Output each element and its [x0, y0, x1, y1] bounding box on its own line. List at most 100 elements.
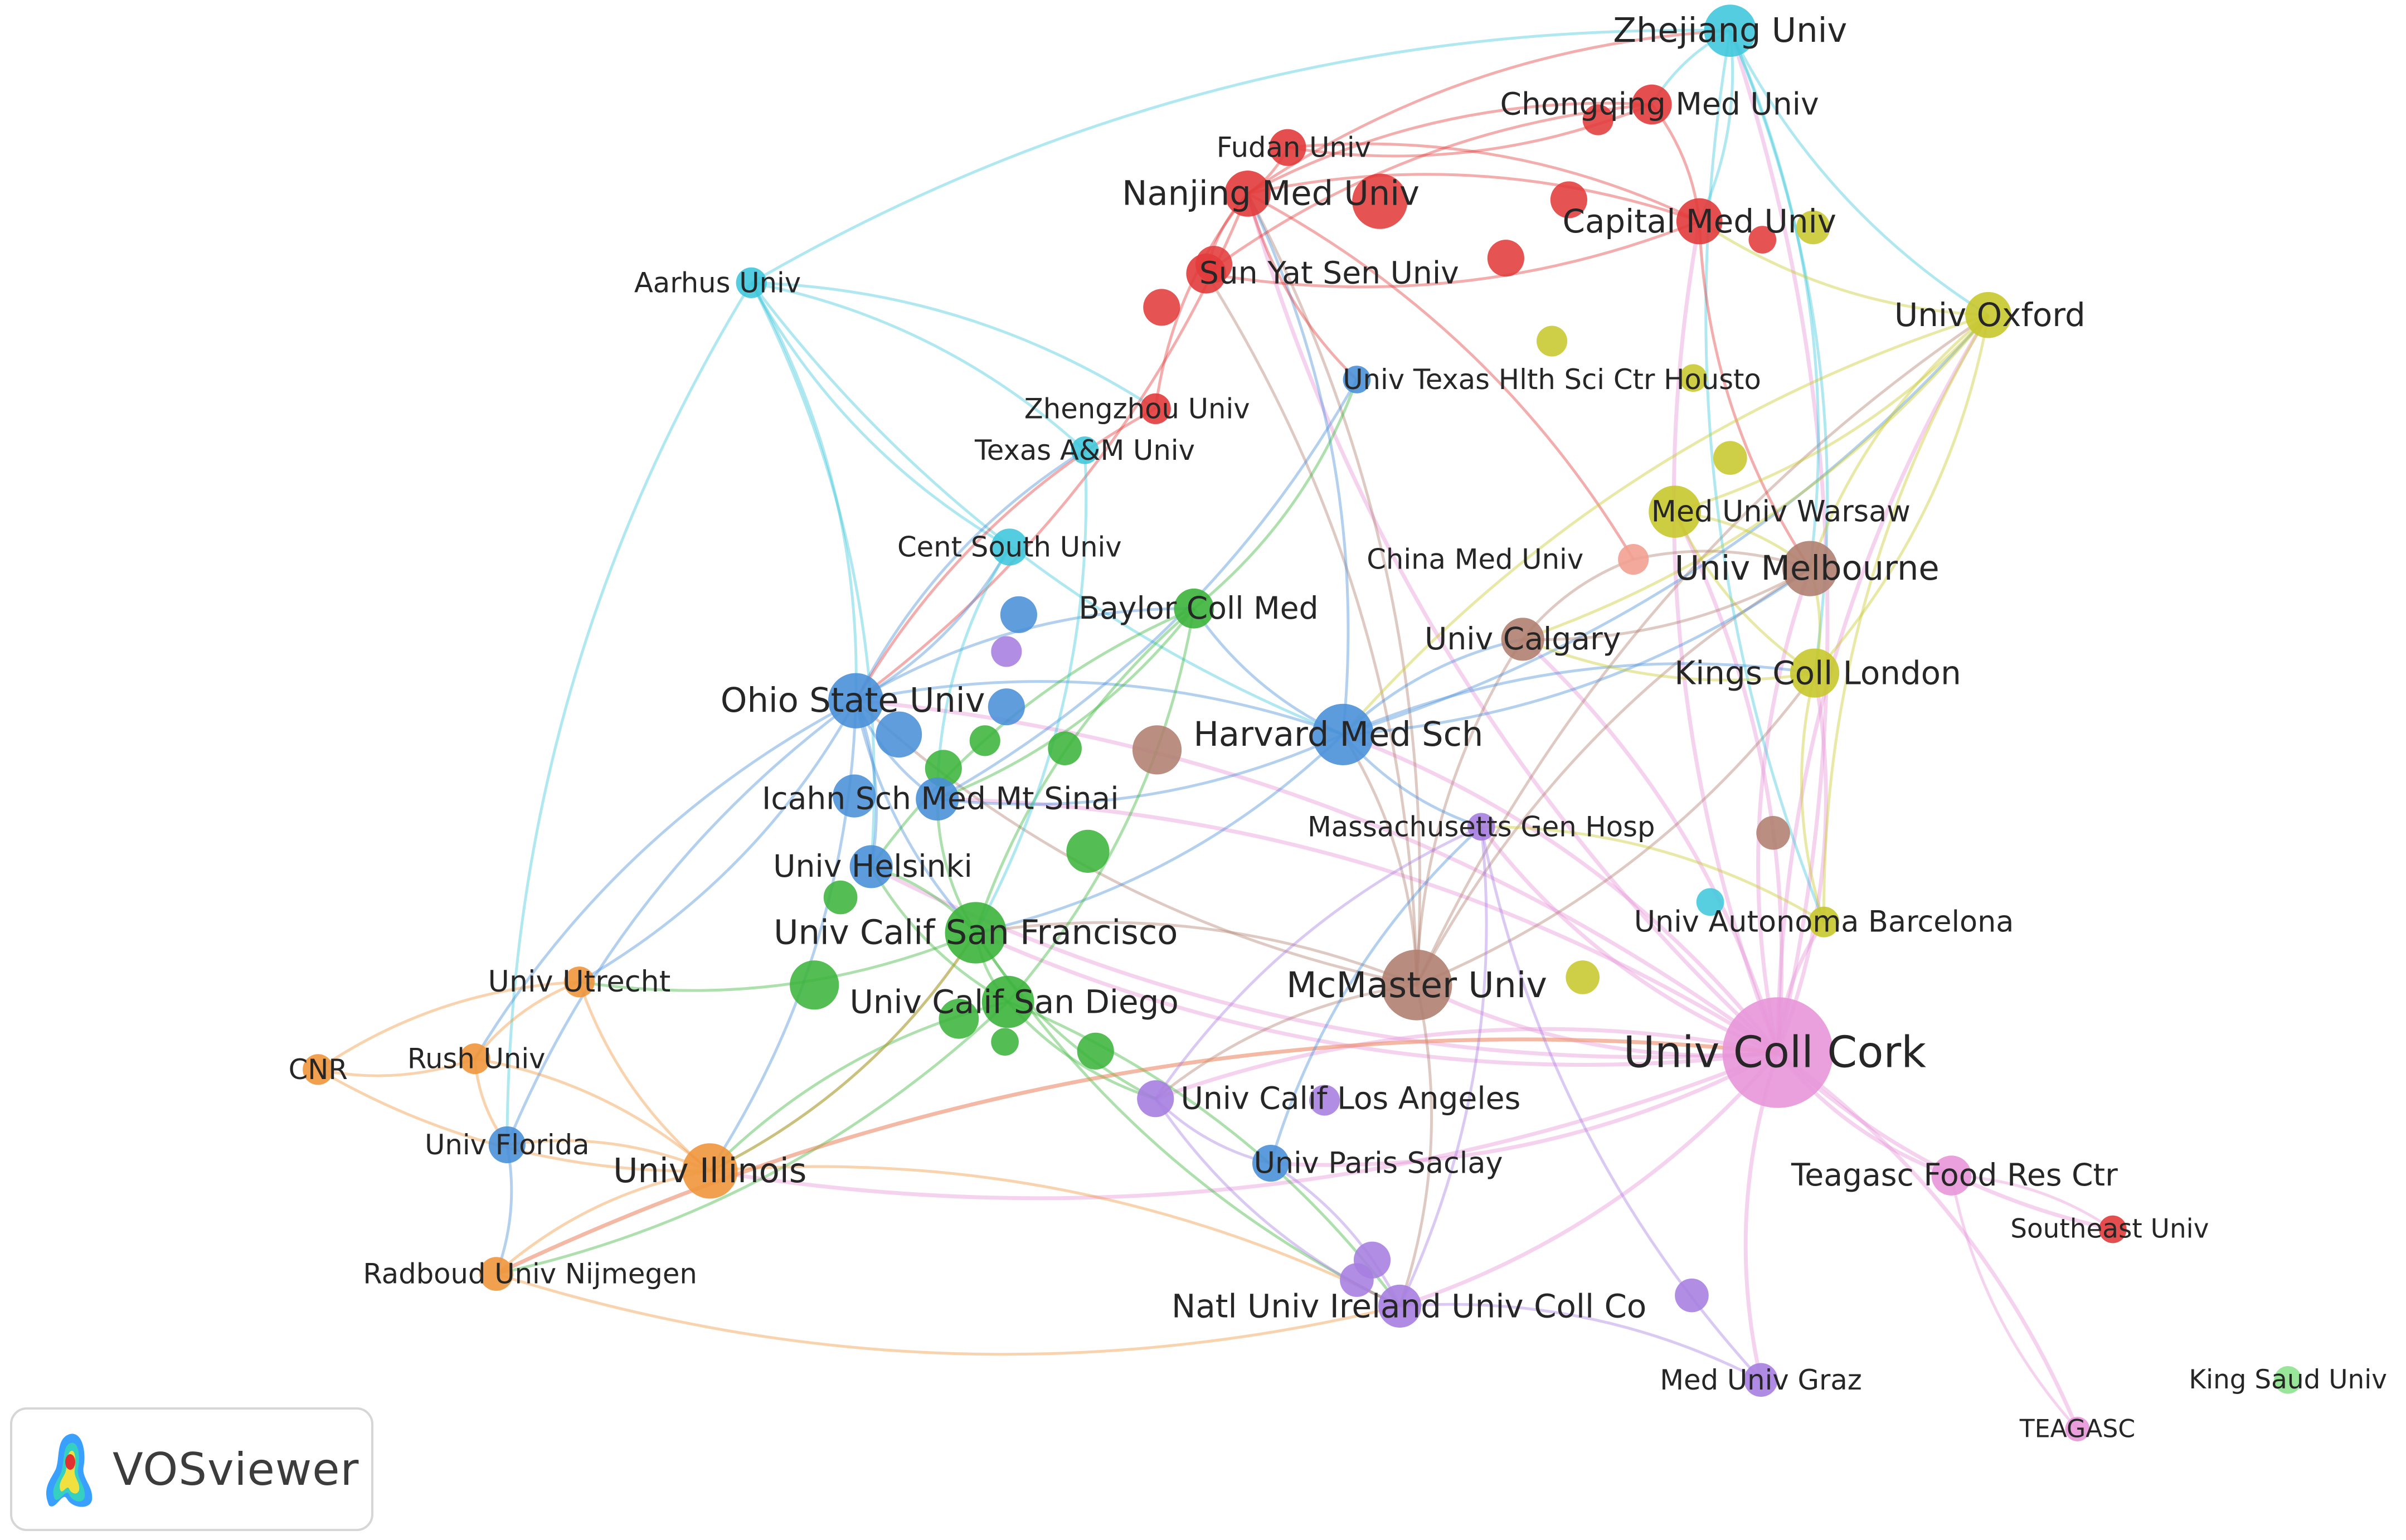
node-nanjing[interactable] [1224, 171, 1271, 217]
node-barcelona[interactable] [1808, 906, 1840, 937]
edge-zhejiang-capital [1698, 30, 1734, 222]
unlabeled-node-7[interactable] [1796, 210, 1830, 245]
node-chongqing[interactable] [1631, 84, 1672, 125]
unlabeled-node-8[interactable] [1679, 364, 1708, 392]
node-warsaw[interactable] [1649, 485, 1701, 538]
edge-zhejiang-melbourne [1729, 30, 1820, 569]
node-zhejiang[interactable] [1704, 4, 1757, 57]
node-cork[interactable] [1722, 997, 1834, 1108]
node-ucsf[interactable] [945, 902, 1007, 964]
edge-teagascfood-southeast [1951, 1174, 2114, 1231]
unlabeled-node-13[interactable] [988, 688, 1025, 726]
unlabeled-node-3[interactable] [1550, 181, 1587, 218]
node-rush[interactable] [459, 1043, 490, 1075]
node-mcmaster[interactable] [1381, 949, 1452, 1021]
node-texashlth[interactable] [1343, 366, 1371, 393]
unlabeled-node-30[interactable] [1340, 1263, 1374, 1297]
unlabeled-node-21[interactable] [823, 880, 858, 915]
unlabeled-node-0[interactable] [1352, 173, 1408, 229]
unlabeled-node-22[interactable] [790, 960, 839, 1010]
node-cnr[interactable] [303, 1054, 334, 1085]
unlabeled-node-32[interactable] [1309, 1085, 1340, 1116]
node-texasam[interactable] [1071, 436, 1099, 464]
node-label-calgary: Univ Calgary [1425, 621, 1621, 657]
edge-ohio-florida [505, 699, 857, 1145]
edge-cork-calgary [1521, 638, 1780, 1053]
node-centsouth[interactable] [991, 528, 1028, 566]
unlabeled-node-4[interactable] [1582, 104, 1613, 135]
unlabeled-node-layer [790, 104, 1830, 1313]
edge-illinois-natlireland [709, 1165, 1401, 1308]
node-calgary[interactable] [1501, 618, 1544, 661]
edge-ohio-centsouth [855, 546, 1011, 702]
unlabeled-node-12[interactable] [1000, 596, 1037, 633]
edge-cork-teagasc [1776, 1051, 2079, 1430]
node-illinois[interactable] [682, 1143, 738, 1199]
node-helsinki[interactable] [849, 845, 893, 888]
edge-sunyatsen-chongqing [1205, 103, 1652, 275]
edge-natlireland-parissaclay [1270, 1162, 1401, 1307]
unlabeled-node-18[interactable] [969, 725, 1000, 756]
unlabeled-node-26[interactable] [1132, 725, 1182, 775]
edge-cork-ucsf [975, 931, 1778, 1067]
node-ucsd[interactable] [981, 975, 1034, 1028]
unlabeled-node-20[interactable] [1066, 829, 1110, 873]
node-label-ucsf: Univ Calif San Francisco [774, 913, 1178, 952]
unlabeled-node-11[interactable] [1537, 326, 1568, 357]
node-fudan[interactable] [1269, 129, 1306, 166]
unlabeled-node-2[interactable] [1487, 240, 1524, 277]
node-label-icahn: Icahn Sch Med Mt Sinai [762, 781, 1119, 817]
node-sunyatsen[interactable] [1186, 253, 1227, 294]
node-label-ucsd: Univ Calif San Diego [849, 983, 1178, 1021]
node-oxford[interactable] [1965, 292, 2011, 338]
node-zhengzhou[interactable] [1140, 393, 1171, 424]
unlabeled-node-1[interactable] [1143, 289, 1180, 326]
edge-harvard-oxford [1342, 314, 1990, 736]
unlabeled-node-28[interactable] [1696, 888, 1724, 916]
edge-natlireland-graz [1399, 1303, 1762, 1382]
edge-ohio-rush [473, 699, 857, 1060]
unlabeled-node-16[interactable] [991, 636, 1022, 667]
node-teagascfood[interactable] [1931, 1155, 1972, 1196]
unlabeled-node-10[interactable] [1566, 960, 1600, 994]
node-aarhus[interactable] [736, 267, 767, 298]
node-utrecht[interactable] [563, 966, 595, 998]
unlabeled-node-5[interactable] [1748, 226, 1777, 254]
node-southeast[interactable] [2099, 1215, 2127, 1243]
unlabeled-node-9[interactable] [1713, 441, 1747, 475]
unlabeled-node-23[interactable] [939, 999, 979, 1039]
edge-mcmaster-sunyatsen [1205, 273, 1418, 985]
node-natlireland[interactable] [1378, 1284, 1422, 1328]
node-parissaclay[interactable] [1252, 1144, 1290, 1182]
node-radboud[interactable] [479, 1257, 513, 1291]
unlabeled-node-25[interactable] [991, 1028, 1019, 1056]
unlabeled-node-31[interactable] [1675, 1278, 1709, 1313]
node-kings[interactable] [1790, 648, 1840, 698]
node-baylor[interactable] [1174, 588, 1214, 629]
node-label-melbourne: Univ Melbourne [1675, 549, 1940, 588]
node-graz[interactable] [1744, 1363, 1778, 1397]
node-icahn[interactable] [916, 778, 959, 821]
vosviewer-heatmap-icon [46, 1434, 93, 1507]
node-melbourne[interactable] [1782, 541, 1838, 596]
node-label-barcelona: Univ Autonoma Barcelona [1634, 905, 2014, 939]
node-harvard[interactable] [1312, 703, 1374, 765]
unlabeled-node-27[interactable] [1756, 815, 1790, 850]
edge-mcmaster-oxford [1415, 314, 1989, 986]
edge-ucsf-ucla [974, 932, 1156, 1100]
node-teagasc[interactable] [2065, 1416, 2090, 1442]
node-florida[interactable] [488, 1126, 526, 1164]
node-capital[interactable] [1676, 198, 1723, 245]
unlabeled-node-19[interactable] [1048, 731, 1082, 765]
node-ucla[interactable] [1137, 1080, 1174, 1118]
node-chinamed[interactable] [1618, 543, 1649, 575]
node-kingsaud[interactable] [2274, 1366, 2302, 1394]
unlabeled-node-15[interactable] [833, 774, 876, 818]
node-massgen[interactable] [1467, 813, 1495, 841]
edge-warsaw-kings [1673, 511, 1816, 674]
unlabeled-node-24[interactable] [1077, 1032, 1114, 1070]
edge-aarhus-centsouth [750, 282, 1010, 548]
unlabeled-node-14[interactable] [876, 711, 922, 758]
node-ohio[interactable] [828, 673, 884, 728]
unlabeled-node-17[interactable] [925, 750, 962, 787]
